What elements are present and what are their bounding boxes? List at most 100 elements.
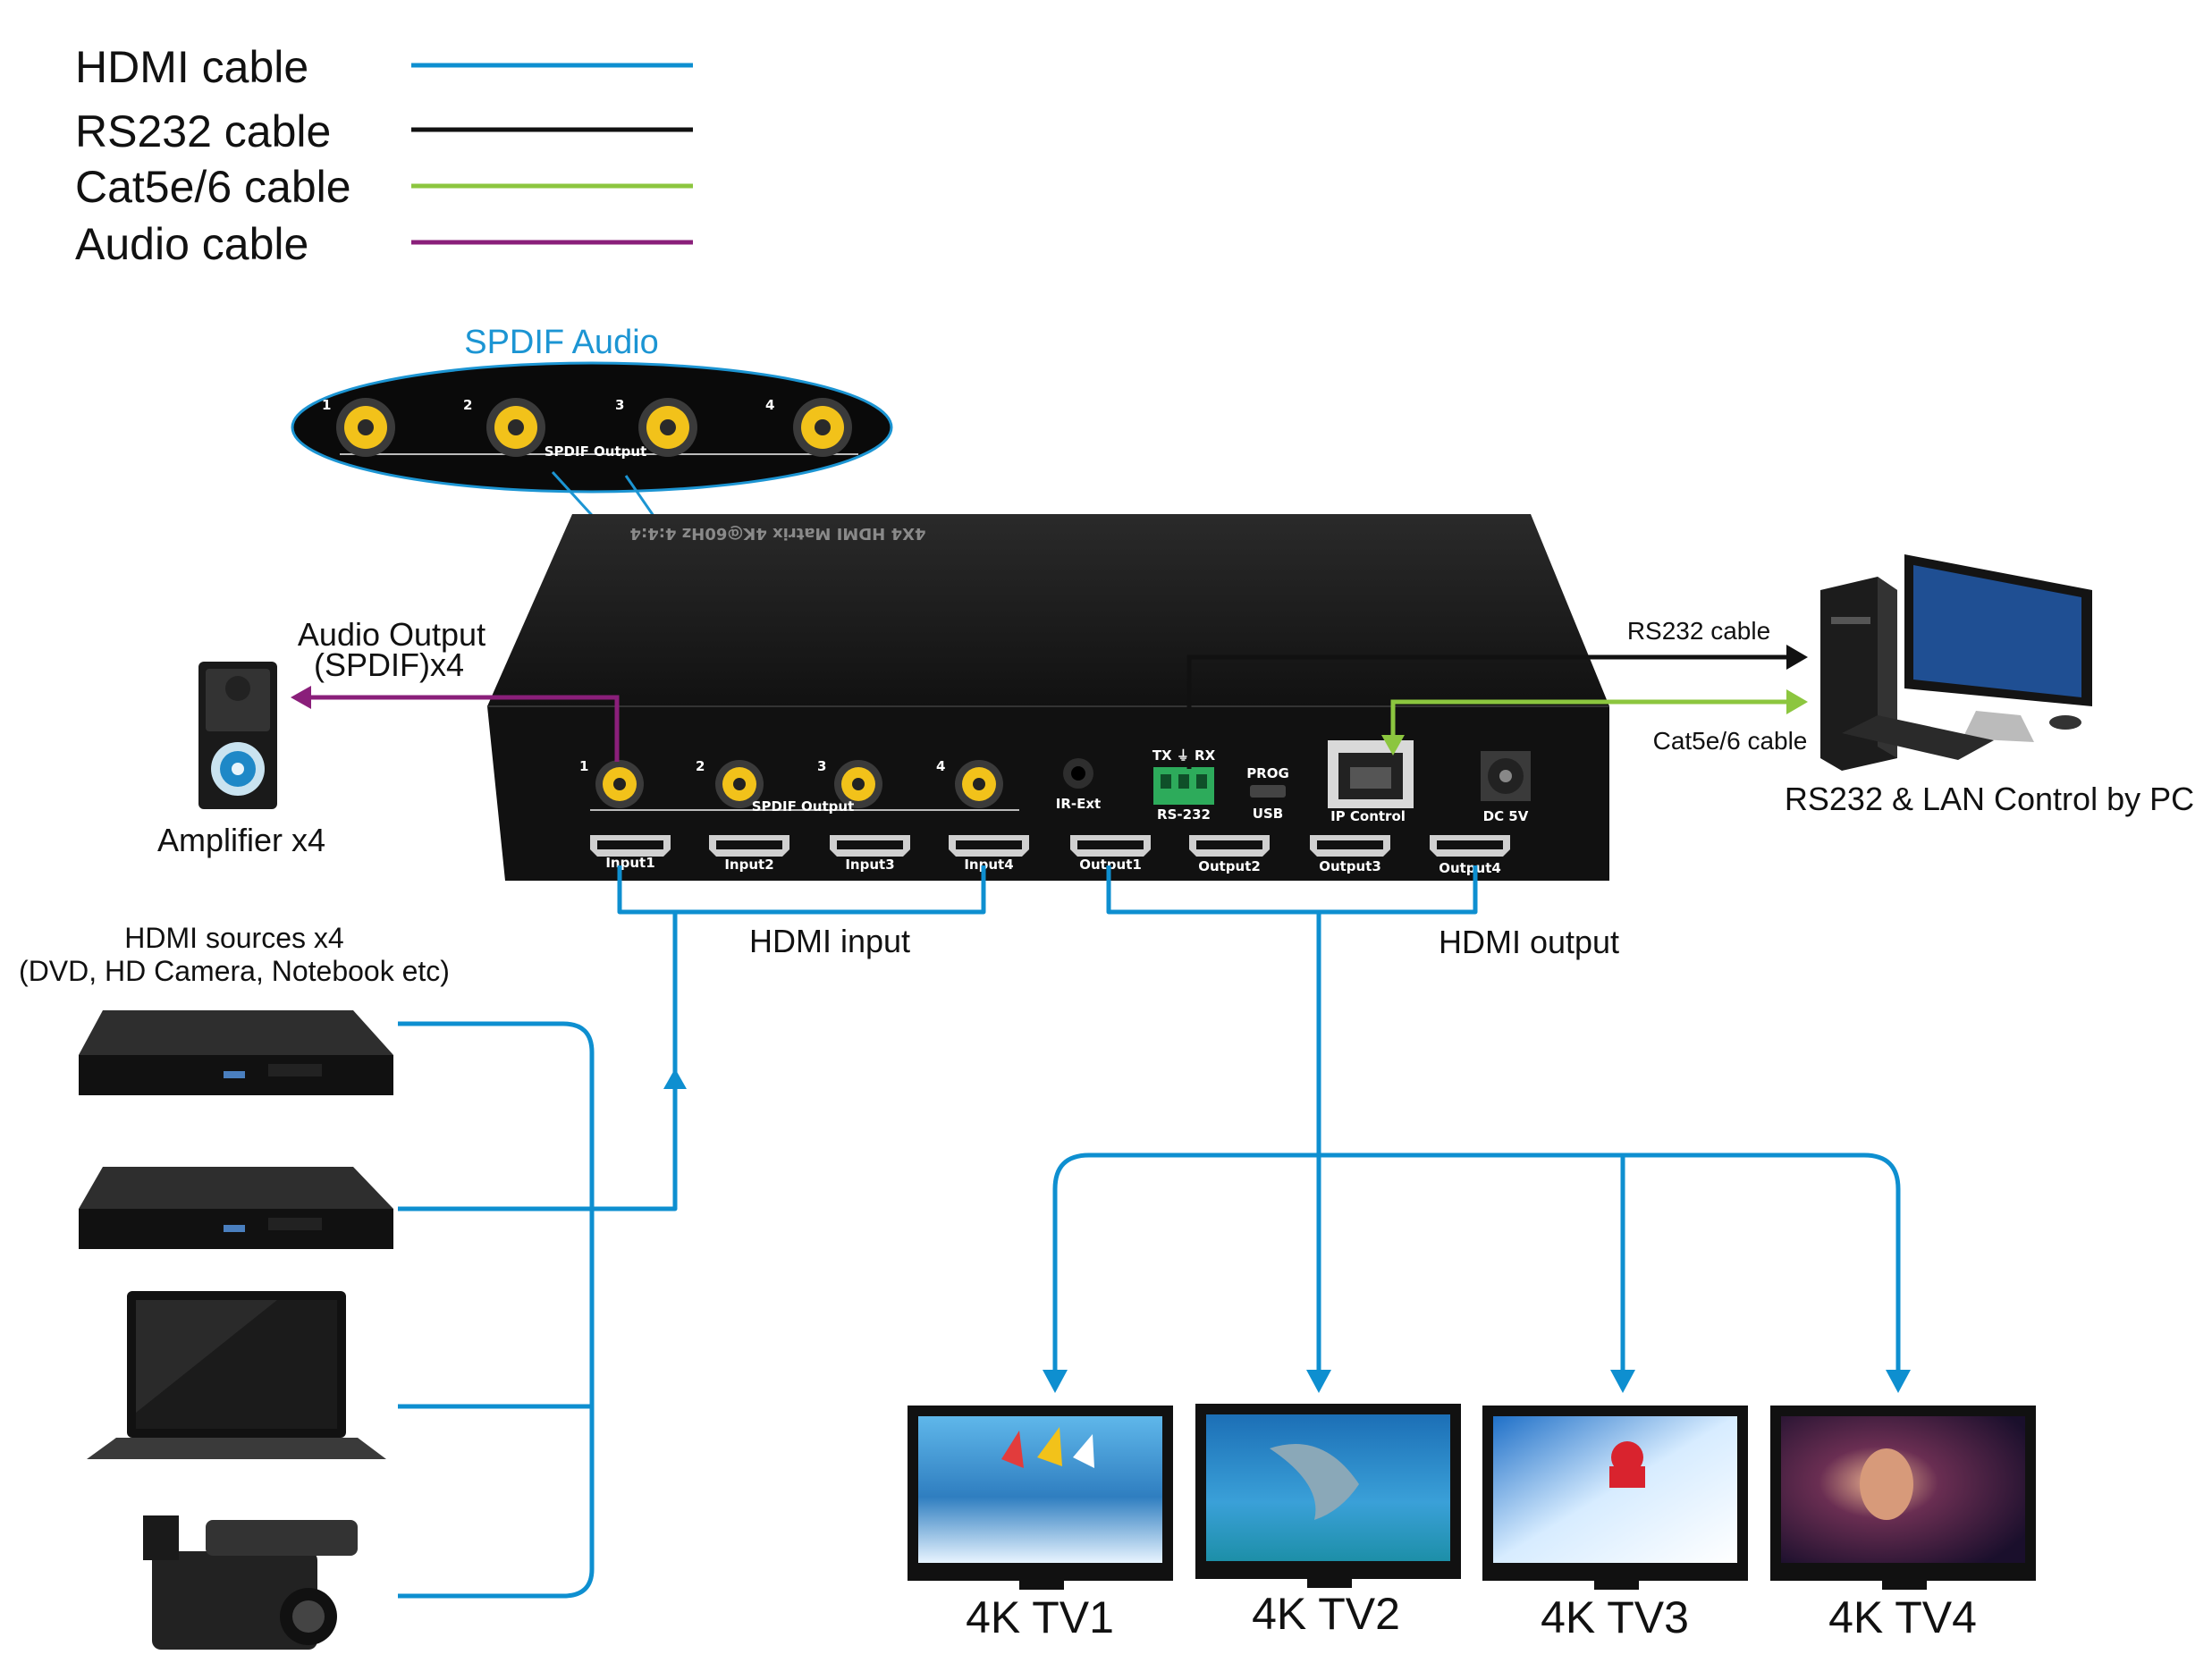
- device-ir-port: [1063, 758, 1093, 789]
- legend-item-cat: Cat5e/6 cable: [75, 162, 693, 212]
- device-top-label: 4X4 HDMI Matrix 4K@60Hz 4:4:4: [630, 524, 926, 543]
- sources-title: HDMI sources x4: [124, 922, 343, 954]
- hdmi-port-input3: [830, 835, 910, 857]
- cat-cable-label: Cat5e/6 cable: [1653, 727, 1808, 755]
- device-rs232-label: RS-232: [1157, 806, 1211, 823]
- bluray-player-2-icon: [79, 1167, 393, 1249]
- device-rs232-pins: TX ⏚ RX: [1152, 747, 1216, 764]
- device-ir-label: IR-Ext: [1056, 796, 1101, 812]
- hdmi-input-trunk: [592, 912, 678, 1211]
- hdmi-port-input4: [949, 835, 1029, 857]
- hdmi-output-label: HDMI output: [1439, 924, 1619, 960]
- audio-output-sublabel: (SPDIF)x4: [314, 646, 464, 683]
- legend-label-audio: Audio cable: [75, 219, 308, 269]
- output4-label: Output4: [1439, 860, 1501, 876]
- tv2-label: 4K TV2: [1252, 1589, 1400, 1639]
- pc-control-label: RS232 & LAN Control by PC: [1785, 781, 2194, 817]
- spdif-callout-num-2: 2: [463, 397, 472, 413]
- legend-item-hdmi: HDMI cable: [75, 42, 693, 92]
- legend-label-hdmi: HDMI cable: [75, 42, 308, 92]
- hdmi-input-label: HDMI input: [749, 923, 910, 959]
- device-rca-4: [955, 760, 1003, 808]
- device-spdif-label: SPDIF Output: [752, 798, 855, 815]
- hdmi-sources: HDMI sources x4 (DVD, HD Camera, Noteboo…: [19, 922, 450, 1650]
- tv3-screen: [1493, 1416, 1737, 1563]
- legend-label-cat: Cat5e/6 cable: [75, 162, 351, 212]
- input1-label: Input1: [605, 855, 654, 871]
- device-rca-num-1: 1: [579, 758, 588, 774]
- device-rca-num-2: 2: [696, 758, 705, 774]
- device-ip-label: IP Control: [1330, 808, 1406, 824]
- hdmi-input-bus: [617, 865, 986, 915]
- spdif-callout-rca-4: [793, 398, 852, 457]
- pc-icon: [1820, 554, 2092, 771]
- hdmi-input-arrowhead: [663, 1068, 687, 1089]
- output1-label: Output1: [1079, 857, 1142, 873]
- device-usb-port: [1250, 785, 1286, 798]
- cat-cable: [1390, 699, 1788, 747]
- amplifier-label: Amplifier x4: [157, 822, 325, 858]
- device-rj45-port: [1328, 740, 1414, 808]
- spdif-callout-ellipse: [291, 361, 893, 494]
- tv2-arrowhead: [1306, 1370, 1331, 1393]
- hdmi-port-output1: [1070, 835, 1151, 857]
- hdmi-output-wiring: HDMI output: [1043, 865, 1911, 1393]
- rs232-cable-label: RS232 cable: [1627, 617, 1770, 645]
- audio-output-label: Audio Output: [298, 616, 485, 653]
- spdif-callout-rca-3: [638, 398, 697, 457]
- amplifier-icon: [198, 662, 277, 809]
- output2-label: Output2: [1198, 858, 1261, 874]
- rs232-arrowhead-pc: [1786, 645, 1808, 670]
- matrix-device: 4X4 HDMI Matrix 4K@60Hz 4:4:4 1 2 3 4 SP…: [487, 514, 1609, 881]
- tv-4: [1770, 1406, 2036, 1590]
- input4-label: Input4: [964, 857, 1013, 873]
- input2-label: Input2: [724, 857, 773, 873]
- hdmi-output-distribution: [1052, 1152, 1901, 1381]
- device-rca-2: [715, 760, 764, 808]
- hdmi-port-output4: [1430, 835, 1510, 857]
- hdmi-output-bus: [1106, 865, 1478, 915]
- spdif-callout-num-4: 4: [765, 397, 774, 413]
- spdif-callout-rca-2: [486, 398, 545, 457]
- spdif-callout: SPDIF Audio 1 2 3 4 SPDIF Output: [291, 324, 893, 778]
- spdif-callout-title: SPDIF Audio: [464, 324, 659, 361]
- camcorder-icon: [143, 1515, 358, 1650]
- hdmi-port-input2: [709, 835, 789, 857]
- legend: HDMI cable RS232 cable Cat5e/6 cable Aud…: [75, 42, 693, 269]
- hdmi-port-input1: [590, 835, 671, 857]
- tv-2: [1195, 1404, 1461, 1588]
- tv-1: [908, 1406, 1173, 1590]
- device-prog-label: PROG: [1246, 765, 1289, 781]
- device-rca-3: [834, 760, 882, 808]
- spdif-callout-rca-1: [336, 398, 395, 457]
- audio-cable-arrowhead: [291, 686, 311, 709]
- audio-section: Audio Output (SPDIF)x4 Amplifier x4: [157, 616, 620, 858]
- bluray-player-icon: [79, 1010, 393, 1095]
- device-rca-1: [595, 760, 644, 808]
- device-rca-num-4: 4: [936, 758, 945, 774]
- tv3-arrowhead: [1610, 1370, 1635, 1393]
- device-dc-port: [1481, 751, 1531, 801]
- output3-label: Output3: [1319, 858, 1381, 874]
- tv-3: [1482, 1406, 1748, 1590]
- device-hdmi-ports: [590, 835, 1510, 857]
- legend-item-rs232: RS232 cable: [75, 106, 693, 156]
- hdmi-port-output3: [1310, 835, 1390, 857]
- hdmi-port-output2: [1189, 835, 1270, 857]
- legend-label-rs232: RS232 cable: [75, 106, 331, 156]
- tv-row: 4K TV1 4K TV2 4K TV3 4K TV4: [908, 1404, 2036, 1642]
- hdmi-input-wiring: HDMI input: [398, 865, 986, 1599]
- sources-subtitle: (DVD, HD Camera, Notebook etc): [19, 955, 450, 987]
- cat-arrowhead-pc: [1786, 689, 1808, 714]
- audio-cable: [308, 695, 620, 762]
- device-dc-label: DC 5V: [1483, 808, 1529, 824]
- tv1-arrowhead: [1043, 1370, 1068, 1393]
- spdif-callout-num-1: 1: [322, 397, 331, 413]
- rs232-arrowhead-device: [1178, 719, 1201, 739]
- tv3-label: 4K TV3: [1541, 1592, 1689, 1642]
- laptop-icon: [87, 1291, 386, 1459]
- legend-item-audio: Audio cable: [75, 219, 693, 269]
- spdif-callout-num-3: 3: [615, 397, 624, 413]
